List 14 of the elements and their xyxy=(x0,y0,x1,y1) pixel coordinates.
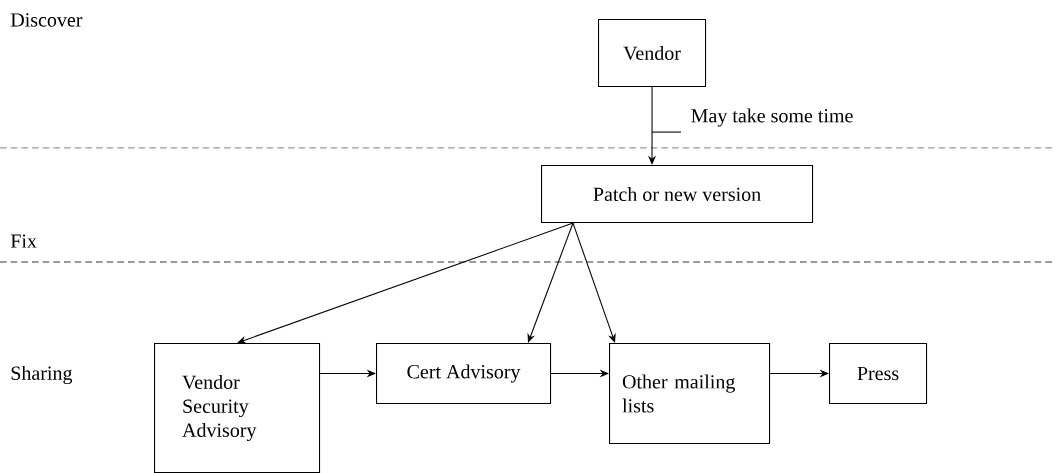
leader-line xyxy=(651,131,682,133)
process-box: Other mailing lists xyxy=(609,343,771,445)
section-label: Discover xyxy=(10,13,83,27)
annotation-text: May take some time xyxy=(691,108,853,127)
process-box: Press xyxy=(829,343,928,405)
process-box: Cert Advisory xyxy=(376,343,552,405)
section-label: Sharing xyxy=(11,365,73,385)
section-label: Fix xyxy=(10,234,37,248)
arrow xyxy=(527,222,574,343)
process-box: Patch or new version xyxy=(541,165,814,224)
arrow xyxy=(237,222,574,344)
arrow xyxy=(572,222,616,343)
process-box: Vendor xyxy=(598,19,707,88)
process-box: Vendor Security Advisory xyxy=(154,343,321,473)
